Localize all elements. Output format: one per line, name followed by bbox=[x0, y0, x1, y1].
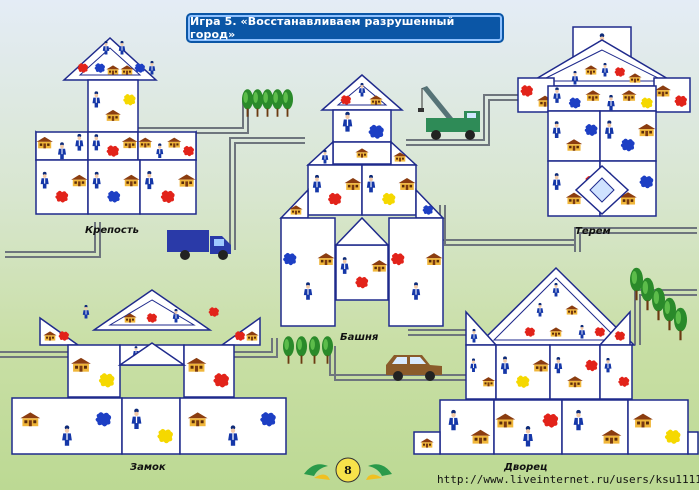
tree-icon bbox=[652, 287, 665, 321]
tree-icon bbox=[262, 89, 273, 117]
tree-icon bbox=[641, 277, 654, 311]
tree-icon bbox=[674, 307, 687, 341]
roof-inner-outline bbox=[539, 49, 665, 82]
puzzle-triangle[interactable] bbox=[306, 140, 334, 166]
roof-panel[interactable] bbox=[91, 289, 213, 331]
game-title-banner: Игра 5. «Восстанавливаем разрушенный гор… bbox=[188, 15, 502, 41]
puzzle-card[interactable] bbox=[280, 217, 336, 327]
truck-icon bbox=[167, 230, 231, 260]
tower-building bbox=[279, 74, 445, 327]
red-blot-icon bbox=[208, 307, 219, 317]
page-ornament bbox=[304, 457, 392, 483]
puzzle-card[interactable] bbox=[439, 399, 495, 455]
roof-inner-outline bbox=[78, 47, 142, 76]
puzzle-card[interactable] bbox=[332, 109, 392, 143]
label-terem: Терем bbox=[575, 226, 611, 237]
tree-icon bbox=[296, 336, 307, 364]
puzzle-card[interactable] bbox=[687, 431, 699, 455]
puzzle-card[interactable] bbox=[465, 344, 497, 400]
page-number: 8 bbox=[344, 463, 352, 477]
crane-icon bbox=[418, 86, 480, 140]
tree-icon bbox=[252, 89, 263, 117]
roof-inner-outline bbox=[108, 299, 196, 326]
terem-building bbox=[517, 26, 691, 217]
label-tower: Башня bbox=[340, 332, 379, 343]
tree-icon bbox=[272, 89, 283, 117]
puzzle-triangle[interactable] bbox=[39, 316, 81, 346]
puzzle-card[interactable] bbox=[388, 217, 444, 327]
red-blot-icon bbox=[58, 331, 69, 341]
fortress-building bbox=[35, 36, 197, 215]
puzzle-card[interactable] bbox=[561, 399, 629, 455]
tree-grove-top bbox=[242, 89, 293, 117]
blue-blot-icon bbox=[134, 63, 145, 73]
tree-icon bbox=[663, 297, 676, 331]
label-fortress: Крепость bbox=[85, 225, 139, 236]
puzzle-triangle[interactable] bbox=[465, 310, 498, 346]
puzzle-card[interactable] bbox=[547, 85, 657, 112]
policeman-icon bbox=[82, 304, 90, 319]
roof-inner-outline bbox=[492, 277, 620, 341]
tree-icon bbox=[283, 336, 294, 364]
roof-inner-outline bbox=[336, 84, 388, 106]
puzzle-triangle[interactable] bbox=[334, 216, 390, 246]
castle-building bbox=[11, 289, 287, 455]
puzzle-card[interactable] bbox=[121, 397, 181, 455]
puzzle-card[interactable] bbox=[35, 159, 89, 215]
label-palace: Дворец bbox=[504, 462, 548, 473]
tree-grove-mid bbox=[283, 336, 333, 364]
tree-icon bbox=[322, 336, 333, 364]
tree-icon bbox=[309, 336, 320, 364]
watermark-url: http://www.liveinternet.ru/users/ksu1111… bbox=[437, 473, 699, 486]
policeman-icon bbox=[148, 60, 156, 75]
diamond-inner bbox=[589, 177, 615, 203]
car-icon bbox=[386, 355, 442, 381]
puzzle-triangle[interactable] bbox=[219, 316, 261, 346]
tree-icon bbox=[282, 89, 293, 117]
arch-triangle[interactable] bbox=[117, 342, 187, 366]
tree-row-right bbox=[630, 267, 687, 341]
label-castle: Замок bbox=[130, 462, 166, 473]
palace-building bbox=[413, 266, 699, 455]
puzzle-card[interactable] bbox=[599, 344, 633, 400]
